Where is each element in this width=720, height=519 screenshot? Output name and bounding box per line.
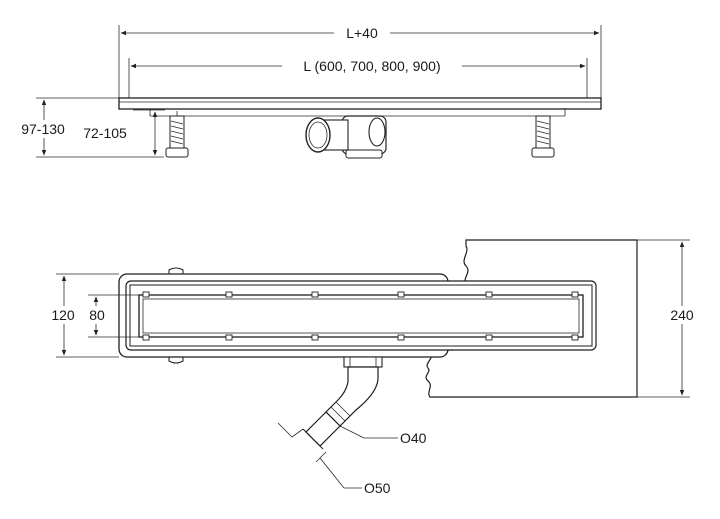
dimension-foot-height: 72-105 [76, 109, 165, 156]
overall-height-label: 97-130 [21, 121, 65, 137]
floor-depth-label: 240 [670, 307, 694, 323]
inner-diameter-label: O40 [400, 430, 427, 446]
length-label: L (600, 700, 800, 900) [303, 58, 440, 74]
dimension-grate-width: 80 [84, 294, 139, 338]
dimension-inner-diameter: O40 [277, 422, 427, 446]
dimension-outer-diameter: O50 [315, 451, 391, 496]
left-foot [165, 111, 189, 158]
total-length-label: L+40 [346, 25, 378, 41]
outer-diameter-label: O50 [364, 480, 391, 496]
right-foot [531, 115, 555, 158]
dimension-floor-depth: 240 [637, 239, 701, 398]
foot-height-label: 72-105 [83, 125, 127, 141]
dimension-total-length: L+40 [120, 24, 600, 42]
siphon-side [305, 115, 387, 159]
dimension-outer-width: 120 [46, 273, 119, 358]
outer-width-label: 120 [51, 307, 75, 323]
channel-top [118, 267, 597, 364]
side-view: L+40 L (600, 700, 800, 900) [16, 24, 602, 159]
top-view: O40 O50 120 80 240 [46, 239, 701, 496]
outlet-pipe [302, 356, 383, 450]
channel-side [118, 97, 602, 117]
dimension-length: L (600, 700, 800, 900) [130, 57, 586, 75]
dimension-overall-height: 97-130 [16, 97, 164, 158]
grate-width-label: 80 [89, 307, 105, 323]
